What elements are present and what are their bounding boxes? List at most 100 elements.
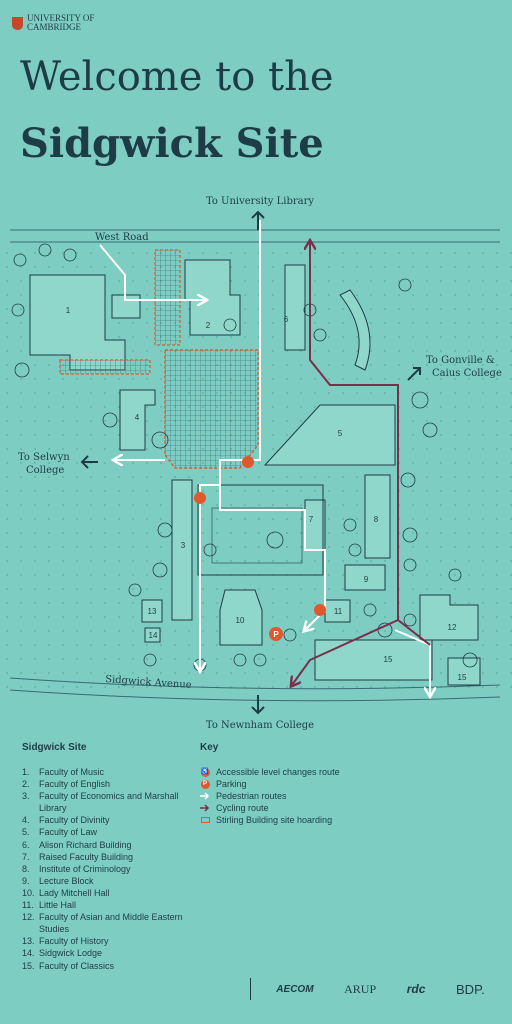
logo-line-1: UNIVERSITY OF: [27, 13, 95, 23]
building-number-4: 4: [135, 413, 140, 422]
site-list-item: 15. Faculty of Classics: [22, 960, 197, 972]
arrow-up-icon: [251, 210, 265, 230]
site-number: 9.: [22, 875, 30, 886]
site-list-item: 6. Alison Richard Building: [22, 839, 197, 851]
building-number-6: 6: [284, 315, 289, 324]
sponsors-bar: AECOM ARUP rdc BDP.: [250, 978, 500, 1000]
site-number: 12.: [22, 912, 35, 923]
site-label: Faculty of History: [39, 936, 109, 947]
sponsor-aecom: AECOM: [276, 983, 314, 995]
raised-courtyard: [197, 484, 324, 576]
university-logo: UNIVERSITY OF CAMBRIDGE: [12, 14, 94, 32]
sponsor-arup: ARUP: [344, 981, 377, 996]
page-title-line-2: Sidgwick Site: [20, 120, 324, 167]
logo-wordmark: UNIVERSITY OF CAMBRIDGE: [27, 14, 94, 32]
site-number: 2.: [22, 779, 30, 790]
site-label: Raised Faculty Building: [39, 851, 134, 862]
key-label: Cycling route: [216, 803, 269, 814]
site-label: Faculty of Classics: [39, 960, 115, 971]
parking-icon: P: [269, 627, 283, 641]
building-9: [344, 564, 386, 591]
site-list-item: 3.Faculty of Economics and Marshall Libr…: [22, 790, 197, 814]
site-list-item: 2. Faculty of English: [22, 778, 197, 790]
building-number-1: 1: [66, 306, 71, 315]
hoarding-icon: [200, 815, 210, 825]
building-11: [324, 599, 351, 623]
site-list-item: 11.Little Hall: [22, 899, 197, 911]
site-list-item: 10.Lady Mitchell Hall: [22, 887, 197, 899]
site-label: Lady Mitchell Hall: [39, 887, 110, 898]
label-to-selwyn-1: To Selwyn: [18, 452, 70, 463]
site-list-item: 13. Faculty of History: [22, 935, 197, 947]
key-label: Pedestrian routes: [216, 791, 287, 802]
building-7: [304, 499, 326, 551]
site-number: 14.: [22, 948, 35, 959]
sites-legend-title: Sidgwick Site: [22, 742, 87, 753]
label-to-newnham: To Newnham College: [206, 720, 314, 731]
building-number-10: 10: [236, 616, 245, 625]
site-list-item: 9. Lecture Block: [22, 875, 197, 887]
building-number-8: 8: [374, 515, 379, 524]
site-label: Faculty of Divinity: [39, 815, 110, 826]
site-list-item: 14.Sidgwick Lodge: [22, 947, 197, 959]
site-label: Faculty of Music: [39, 767, 105, 777]
building-number-13: 13: [148, 607, 157, 616]
trees: [11, 243, 478, 672]
building-number-5: 5: [338, 429, 343, 438]
site-number: 7.: [22, 851, 30, 862]
building-number-2: 2: [206, 321, 211, 330]
courtyard-lawn: [211, 507, 303, 564]
pedestrian-arrow-icon: [200, 791, 210, 801]
crest-icon: [12, 16, 23, 30]
site-label: Faculty of Economics and Marshall Librar…: [39, 791, 179, 814]
site-label: Faculty of Law: [39, 827, 98, 838]
logo-line-2: CAMBRIDGE: [27, 22, 82, 32]
site-label: Faculty of Asian and Middle Eastern Stud…: [39, 912, 183, 935]
building-curved: [339, 289, 371, 371]
site-label: Alison Richard Building: [39, 839, 132, 850]
site-list-item: 7. Raised Faculty Building: [22, 851, 197, 863]
arrow-northeast-icon: [407, 367, 421, 381]
building-4: [119, 389, 156, 451]
site-number: 11.: [22, 900, 34, 911]
key-item: Stirling Building site hoarding: [200, 814, 340, 826]
cycling-arrow-icon: [200, 803, 210, 813]
site-label: Lecture Block: [39, 875, 94, 886]
site-list-item: 4. Faculty of Divinity: [22, 814, 197, 826]
building-number-9: 9: [364, 575, 369, 584]
building-number-3: 3: [181, 541, 186, 550]
accessible-route-icons: [194, 456, 326, 616]
arrow-down-icon: [251, 695, 265, 715]
site-number: 13.: [22, 936, 35, 947]
stirling-hoarding: [59, 249, 259, 469]
label-to-selwyn-2: College: [26, 465, 64, 476]
site-number: 15.: [22, 960, 35, 971]
sponsor-bdp: BDP.: [456, 981, 485, 997]
building-10: [219, 589, 263, 646]
building-number-12: 12: [448, 623, 457, 632]
building-number-15: 15: [384, 655, 393, 664]
building-5: [263, 404, 396, 466]
site-number: 1.: [22, 767, 30, 777]
site-list-item: 8.Institute of Criminology: [22, 863, 197, 875]
site-label: Institute of Criminology: [39, 863, 131, 874]
cycling-route-south: [292, 619, 399, 685]
label-to-university-library: To University Library: [206, 196, 314, 207]
key-label: Accessible level changes route: [216, 767, 340, 777]
building-number-7: 7: [309, 515, 314, 524]
site-label: Faculty of English: [39, 779, 111, 790]
accessible-route-icon: ♿: [200, 767, 210, 777]
west-road: [10, 229, 500, 243]
building-15: [314, 639, 433, 681]
label-west-road: West Road: [95, 232, 149, 243]
building-number-11: 11: [334, 607, 343, 616]
site-number: 4.: [22, 815, 30, 826]
building-number-14: 14: [149, 631, 158, 640]
key-label: Parking: [216, 779, 247, 790]
site-number: 6.: [22, 839, 30, 850]
building-number-15b: 15: [458, 673, 467, 682]
key-item: Cycling route: [200, 802, 340, 814]
